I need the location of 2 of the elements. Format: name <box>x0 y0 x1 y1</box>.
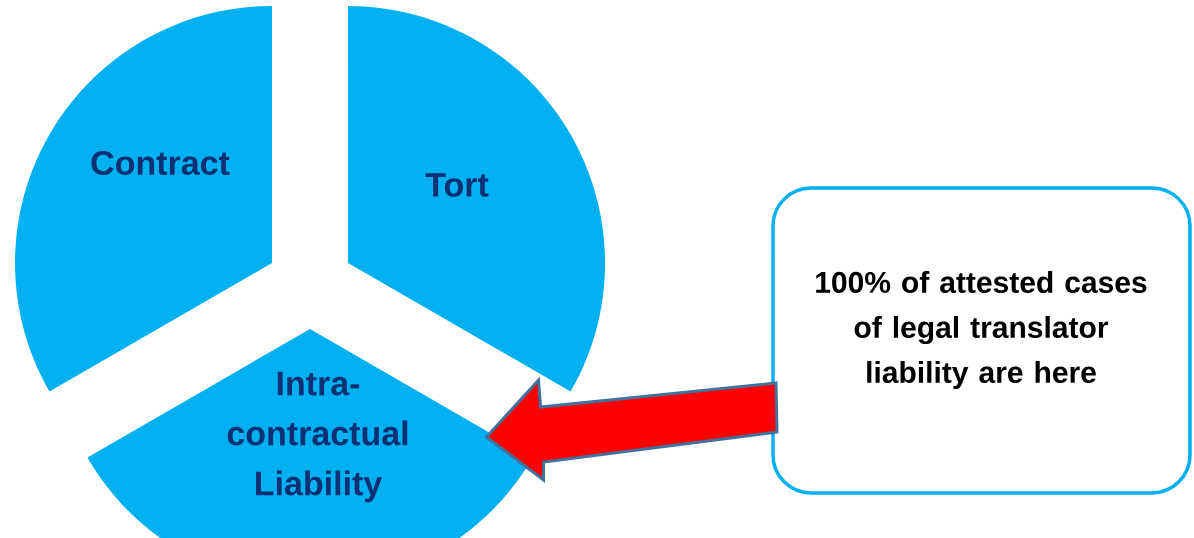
pie-sector: Contract <box>15 6 272 392</box>
callout-box: 100% of attested cases of legal translator liability are here <box>771 186 1192 495</box>
